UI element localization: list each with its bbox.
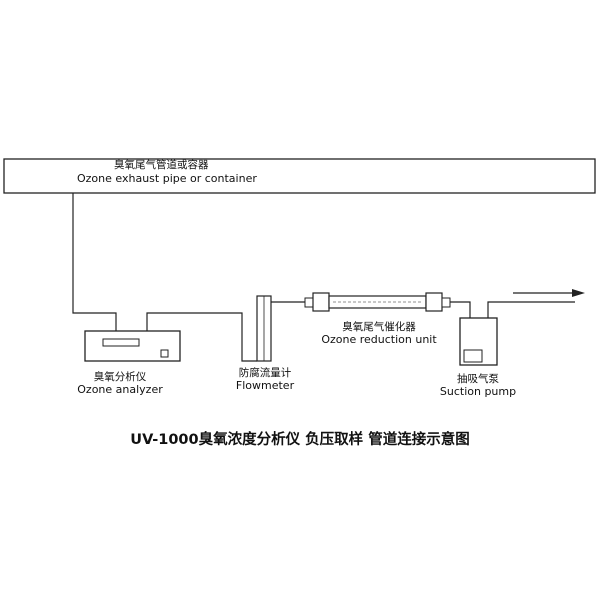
flowmeter-device xyxy=(256,295,272,362)
analyzer-label-cn: 臭氧分析仪 xyxy=(93,371,147,383)
container-label-en: Ozone exhaust pipe or container xyxy=(77,172,257,185)
container-label-cn: 臭氧尾气管道或容器 xyxy=(114,159,209,171)
exhaust-container-box xyxy=(3,158,596,194)
reduction-unit-device xyxy=(304,292,451,312)
reduction-unit-label-cn: 臭氧尾气催化器 xyxy=(342,321,416,333)
analyzer-display xyxy=(102,338,140,347)
analyzer-label-en: Ozone analyzer xyxy=(77,383,163,396)
analyzer-button xyxy=(160,349,169,358)
sampling-pipe xyxy=(72,193,117,331)
reduction-outlet-pipe xyxy=(450,301,471,318)
flowmeter-label-en: Flowmeter xyxy=(235,379,295,392)
flowmeter-label-cn: 防腐流量计 xyxy=(238,367,292,379)
suction-pump-device xyxy=(459,317,498,366)
ozone-analyzer-device xyxy=(84,330,181,362)
pump-exhaust-pipe xyxy=(487,301,575,318)
reduction-unit-label-en: Ozone reduction unit xyxy=(321,333,437,346)
pump-label-en: Suction pump xyxy=(439,385,517,398)
pump-label-cn: 抽吸气泵 xyxy=(457,373,499,385)
exhaust-arrow-head xyxy=(572,289,585,297)
diagram-caption: UV-1000臭氧浓度分析仪 负压取样 管道连接示意图 xyxy=(130,432,470,448)
analyzer-outlet-pipe xyxy=(146,312,257,362)
